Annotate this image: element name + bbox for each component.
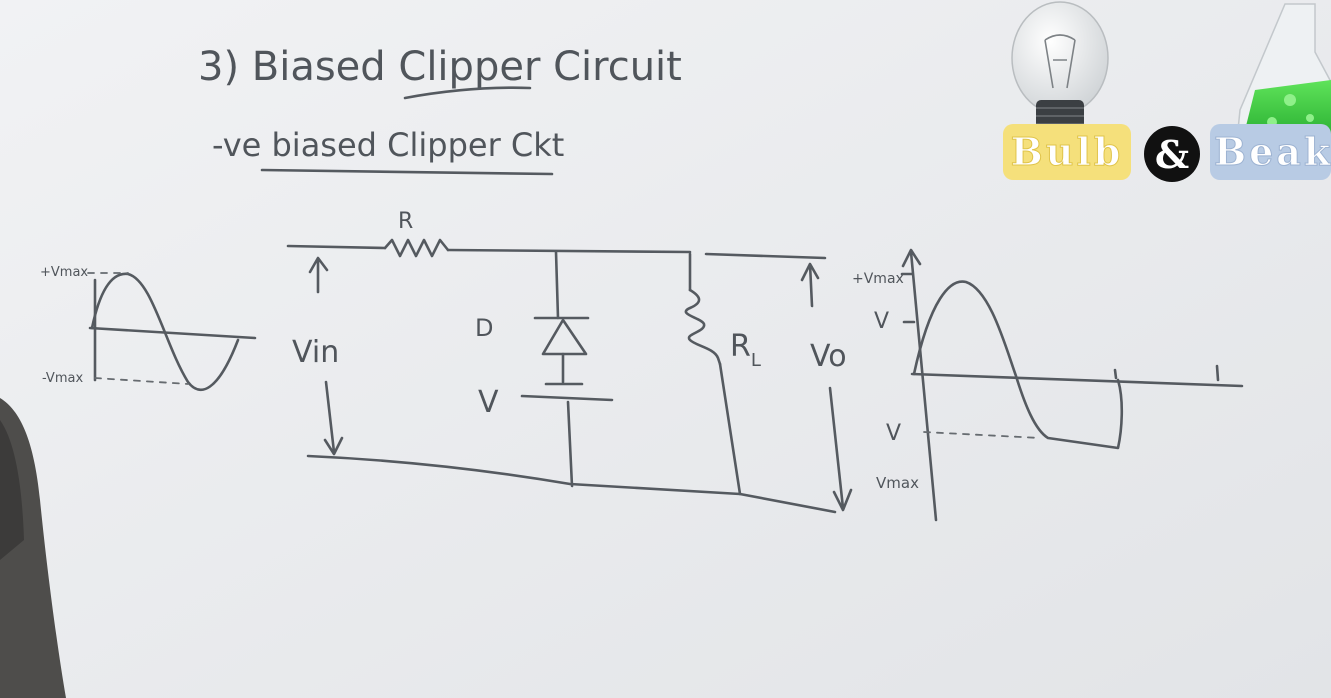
bubble-icon xyxy=(1306,114,1314,122)
vo-arrow-down xyxy=(828,386,853,512)
bulb-filament-icon xyxy=(1044,34,1076,89)
bottom-wire xyxy=(306,454,837,514)
battery-wire-bottom xyxy=(566,400,574,488)
logo-beak-plate xyxy=(1210,124,1331,180)
vo-label: Vo xyxy=(810,339,847,374)
logo-amp-badge xyxy=(1144,126,1200,182)
battery-label: V xyxy=(478,385,499,420)
logo-bulb-plate xyxy=(1003,124,1131,180)
output-top-label: +Vmax xyxy=(852,271,904,287)
series-resistor xyxy=(383,238,450,258)
light-bulb-icon xyxy=(1011,1,1109,115)
bulb-and-beak-logo: Bulb & Beak xyxy=(1003,1,1331,182)
input-sine-wave xyxy=(90,272,240,392)
vin-arrow-up xyxy=(308,256,329,294)
logo-word-bulb: Bulb xyxy=(1011,129,1124,174)
output-waveform: +Vmax V V Vmax xyxy=(852,248,1244,522)
board-title: 3) Biased Clipper Circuit xyxy=(198,44,682,90)
presenter-shadow xyxy=(0,420,24,560)
input-waveform: +Vmax -Vmax xyxy=(40,265,257,392)
battery-long-plate xyxy=(520,394,614,402)
title-underline xyxy=(403,86,532,100)
output-time-ticks xyxy=(1113,364,1220,382)
top-wire-left xyxy=(286,244,387,250)
logo-word-beak: Beak xyxy=(1214,129,1331,174)
diode-triangle xyxy=(541,318,588,356)
input-neg-label: -Vmax xyxy=(42,371,83,386)
vin-arrow-down xyxy=(323,380,344,456)
circuit: R D V RL Vin Vo xyxy=(286,209,853,514)
output-v-pos-label: V xyxy=(874,309,889,334)
vin-label: Vin xyxy=(292,335,339,370)
board-subtitle: -ve biased Clipper Ckt xyxy=(212,126,564,164)
output-bottom-label: Vmax xyxy=(876,474,919,492)
resistor-label: R xyxy=(398,209,413,234)
diode-wire-top xyxy=(554,250,560,320)
logo-ampersand: & xyxy=(1155,132,1189,177)
output-v-neg-label: V xyxy=(886,421,901,446)
input-wave-baseline xyxy=(88,326,257,340)
input-neg-dash xyxy=(94,377,189,385)
load-resistor-label: RL xyxy=(730,329,761,371)
bubble-icon xyxy=(1284,94,1296,106)
load-label-main: R xyxy=(730,329,751,364)
output-wave-baseline xyxy=(910,372,1244,388)
top-wire-right xyxy=(446,248,692,254)
output-wave-axis xyxy=(901,248,938,522)
output-top-wire xyxy=(704,252,827,260)
subtitle-underline xyxy=(260,168,554,176)
vo-arrow-up xyxy=(800,262,820,308)
load-label-subscript: L xyxy=(751,350,761,371)
output-v-dash xyxy=(923,431,1041,439)
output-clipped-wave xyxy=(912,280,1124,450)
diode-label: D xyxy=(475,314,493,342)
load-resistor xyxy=(684,288,722,366)
input-pos-label: +Vmax xyxy=(40,265,88,280)
load-wire-bottom xyxy=(718,362,742,496)
